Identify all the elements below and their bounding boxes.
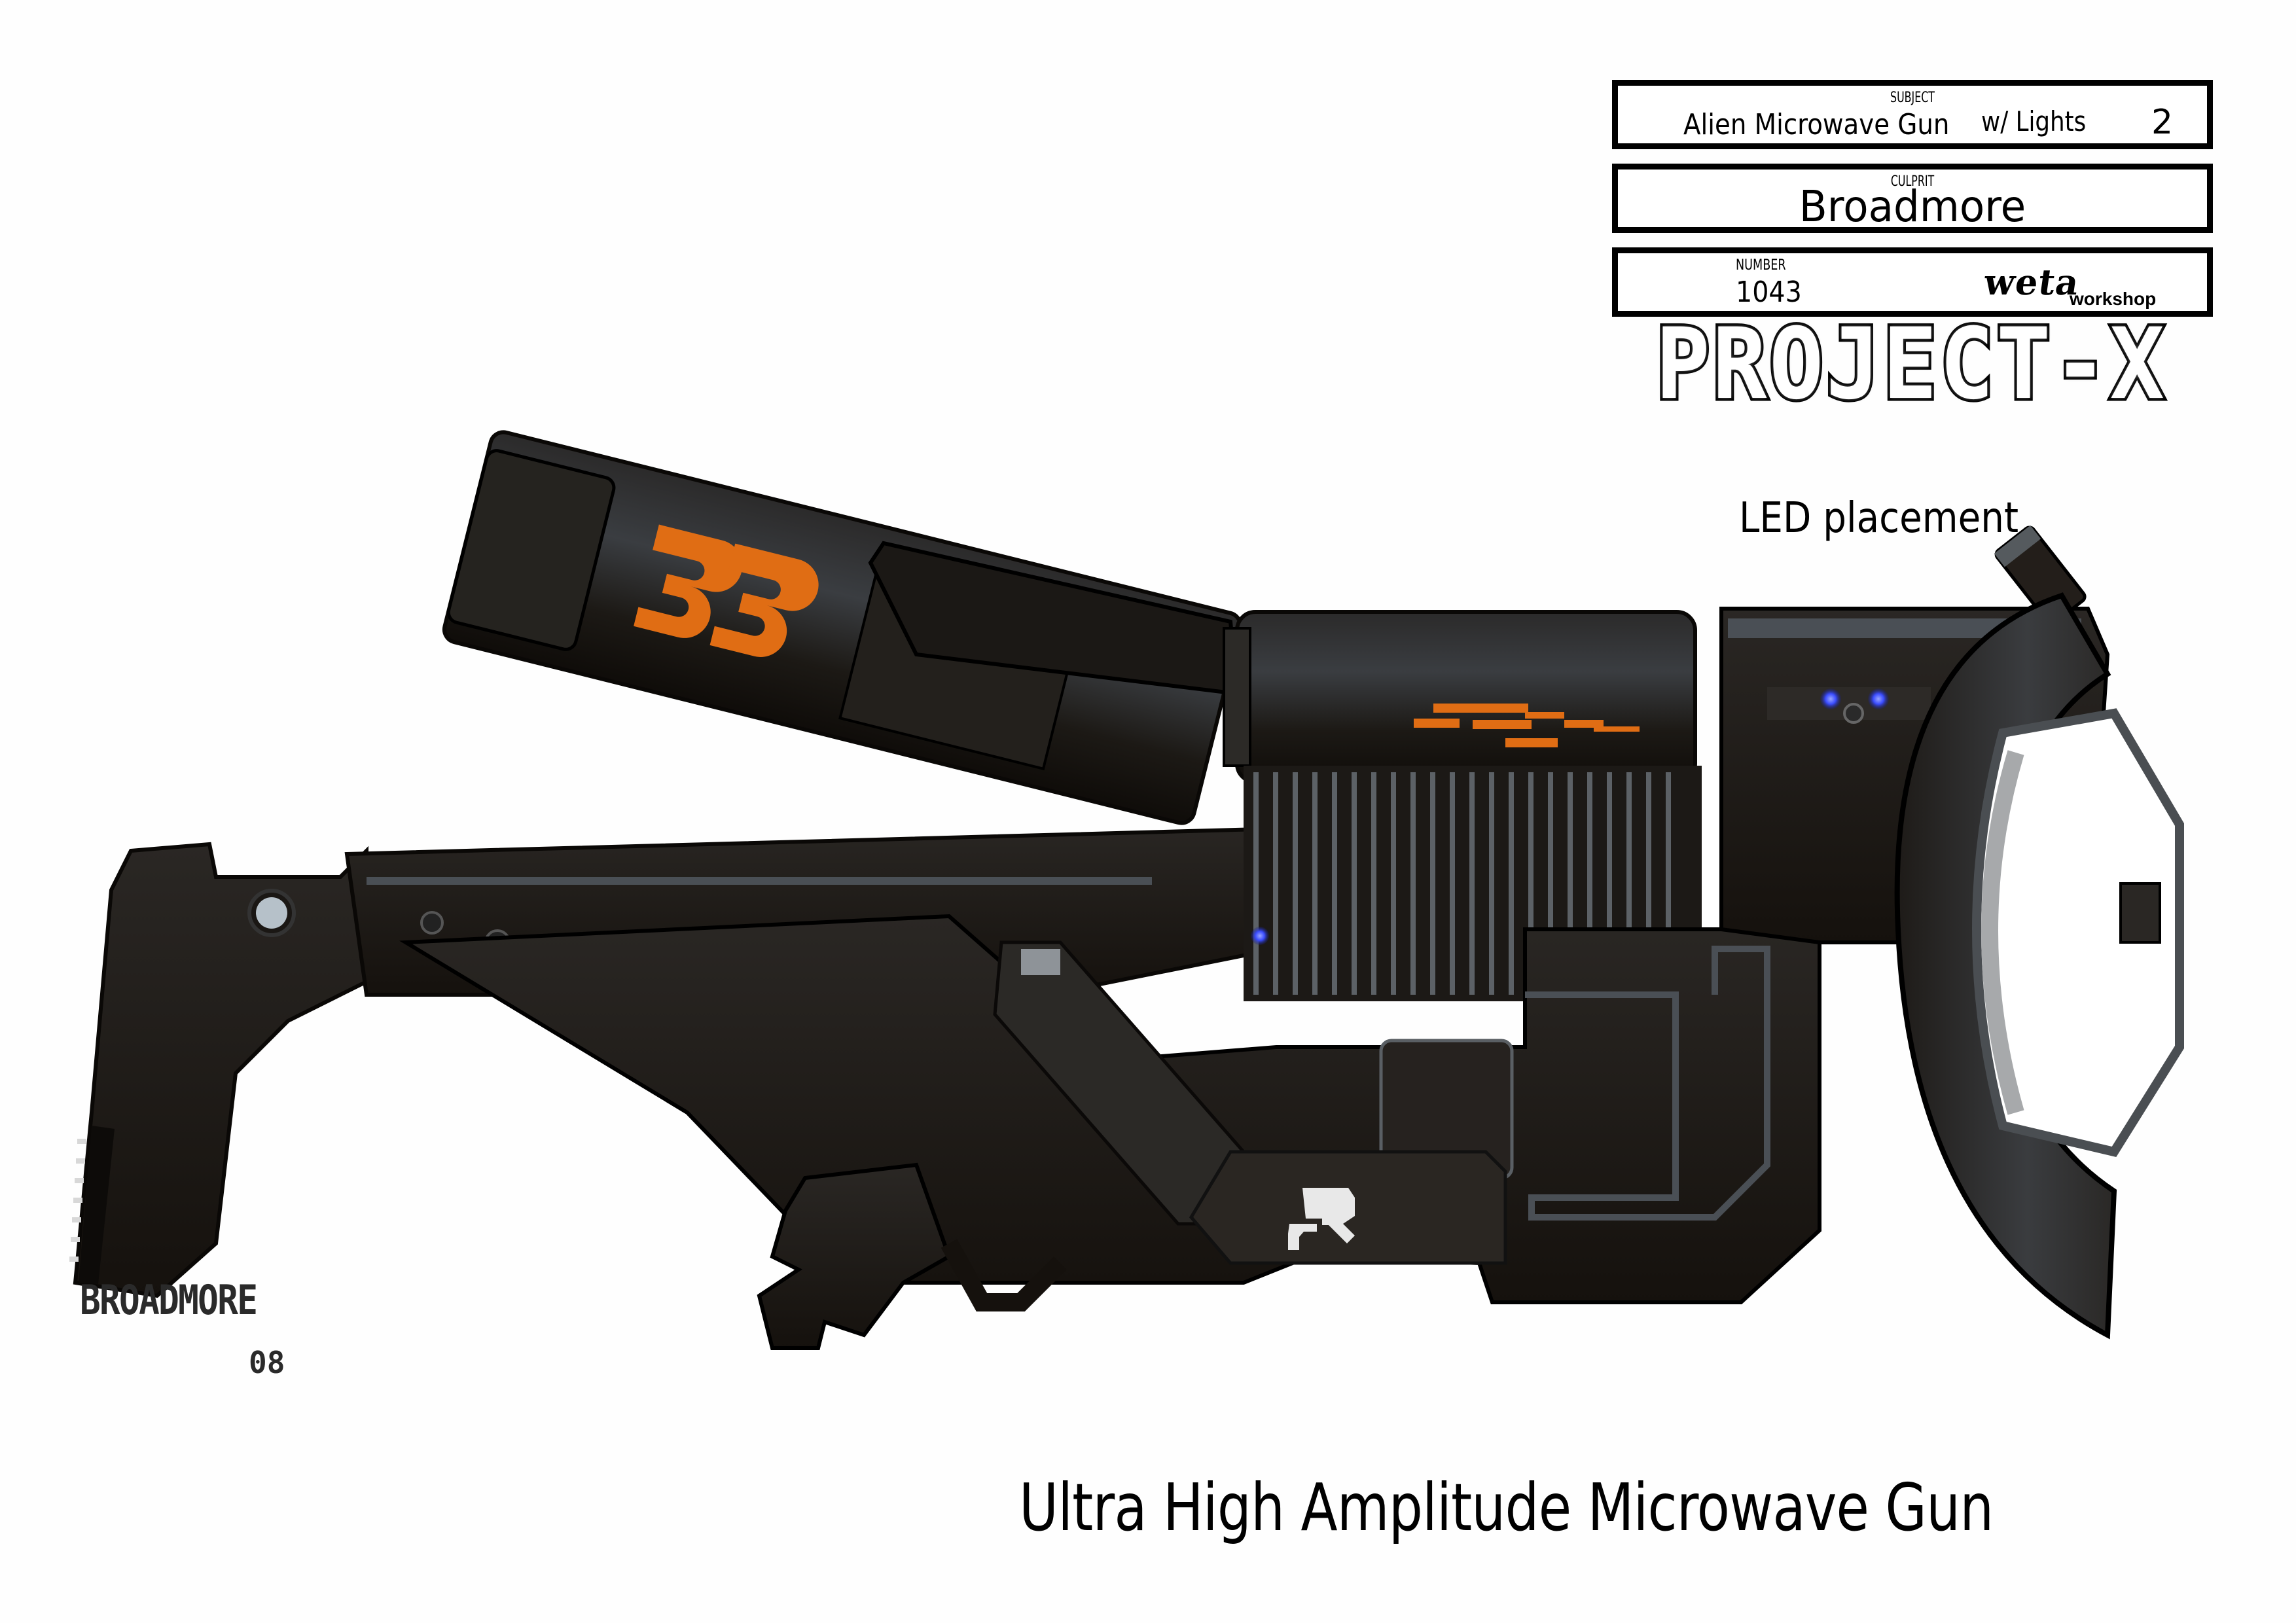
stock: [69, 842, 368, 1298]
microwave-dish: [1894, 592, 2184, 1340]
culprit-label: CULPRIT: [1890, 173, 1935, 190]
project-title: PROJECT-X: [1653, 308, 2167, 421]
weta-logo-subtitle: workshop: [2070, 289, 2157, 309]
subject-label: SUBJECT: [1890, 90, 1935, 106]
number-label: NUMBER: [1736, 257, 1786, 274]
subject-box: SUBJECT Alien Microwave Gun w/ Lights 2: [1612, 80, 2213, 149]
artist-signature: BROADMORE: [80, 1276, 258, 1324]
led-indicator-right: [1868, 688, 1889, 709]
number-box: NUMBER 1043 weta workshop: [1612, 247, 2213, 317]
signature-year: 08: [249, 1345, 285, 1380]
r-emblem: [1288, 1188, 1355, 1250]
culprit-value: Broadmore: [1799, 181, 2026, 232]
led-placement-label: LED placement: [1739, 494, 2019, 543]
number-value: 1043: [1736, 276, 1802, 309]
culprit-box: CULPRIT Broadmore: [1612, 164, 2213, 233]
orange-script-decal: [1414, 704, 1640, 747]
trigger-guard: [941, 1239, 1067, 1311]
subject-revision: 2: [2151, 103, 2174, 142]
subject-value: Alien Microwave Gun: [1683, 108, 1950, 141]
led-indicator-left: [1820, 688, 1841, 709]
lower-frame: [399, 914, 1821, 1304]
orange-glyph-decal: [634, 524, 819, 657]
led-indicator-receiver: [1251, 927, 1269, 945]
illustration-caption: Ultra High Amplitude Microwave Gun: [1019, 1469, 1994, 1546]
title-block: SUBJECT Alien Microwave Gun w/ Lights 2 …: [1612, 80, 2213, 317]
subject-annotation: w/ Lights: [1981, 105, 2087, 137]
weta-logo: weta: [1981, 261, 2083, 303]
front-emitter-tube: [1223, 610, 1697, 784]
